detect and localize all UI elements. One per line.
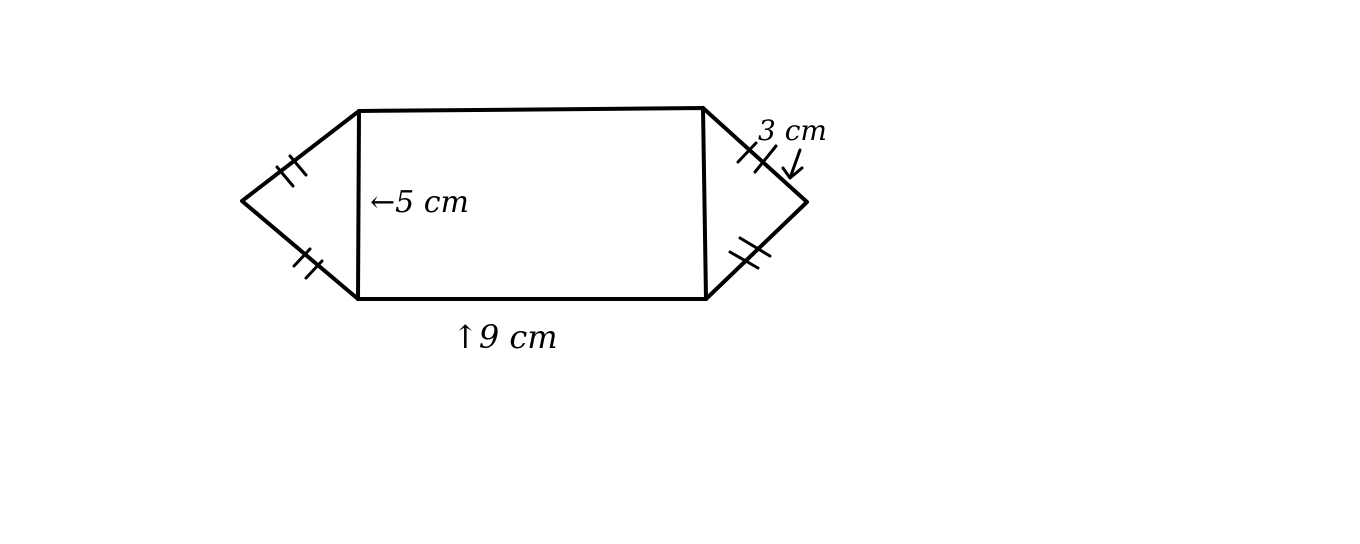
tick-marks — [275, 141, 778, 280]
pointer-arrow-icon — [781, 148, 804, 180]
left-triangle — [240, 109, 361, 301]
side-label: 3 cm — [758, 114, 827, 147]
right-triangle — [701, 106, 809, 301]
length-label: ↑9 cm — [452, 318, 558, 356]
width-label: ←5 cm — [370, 185, 469, 220]
